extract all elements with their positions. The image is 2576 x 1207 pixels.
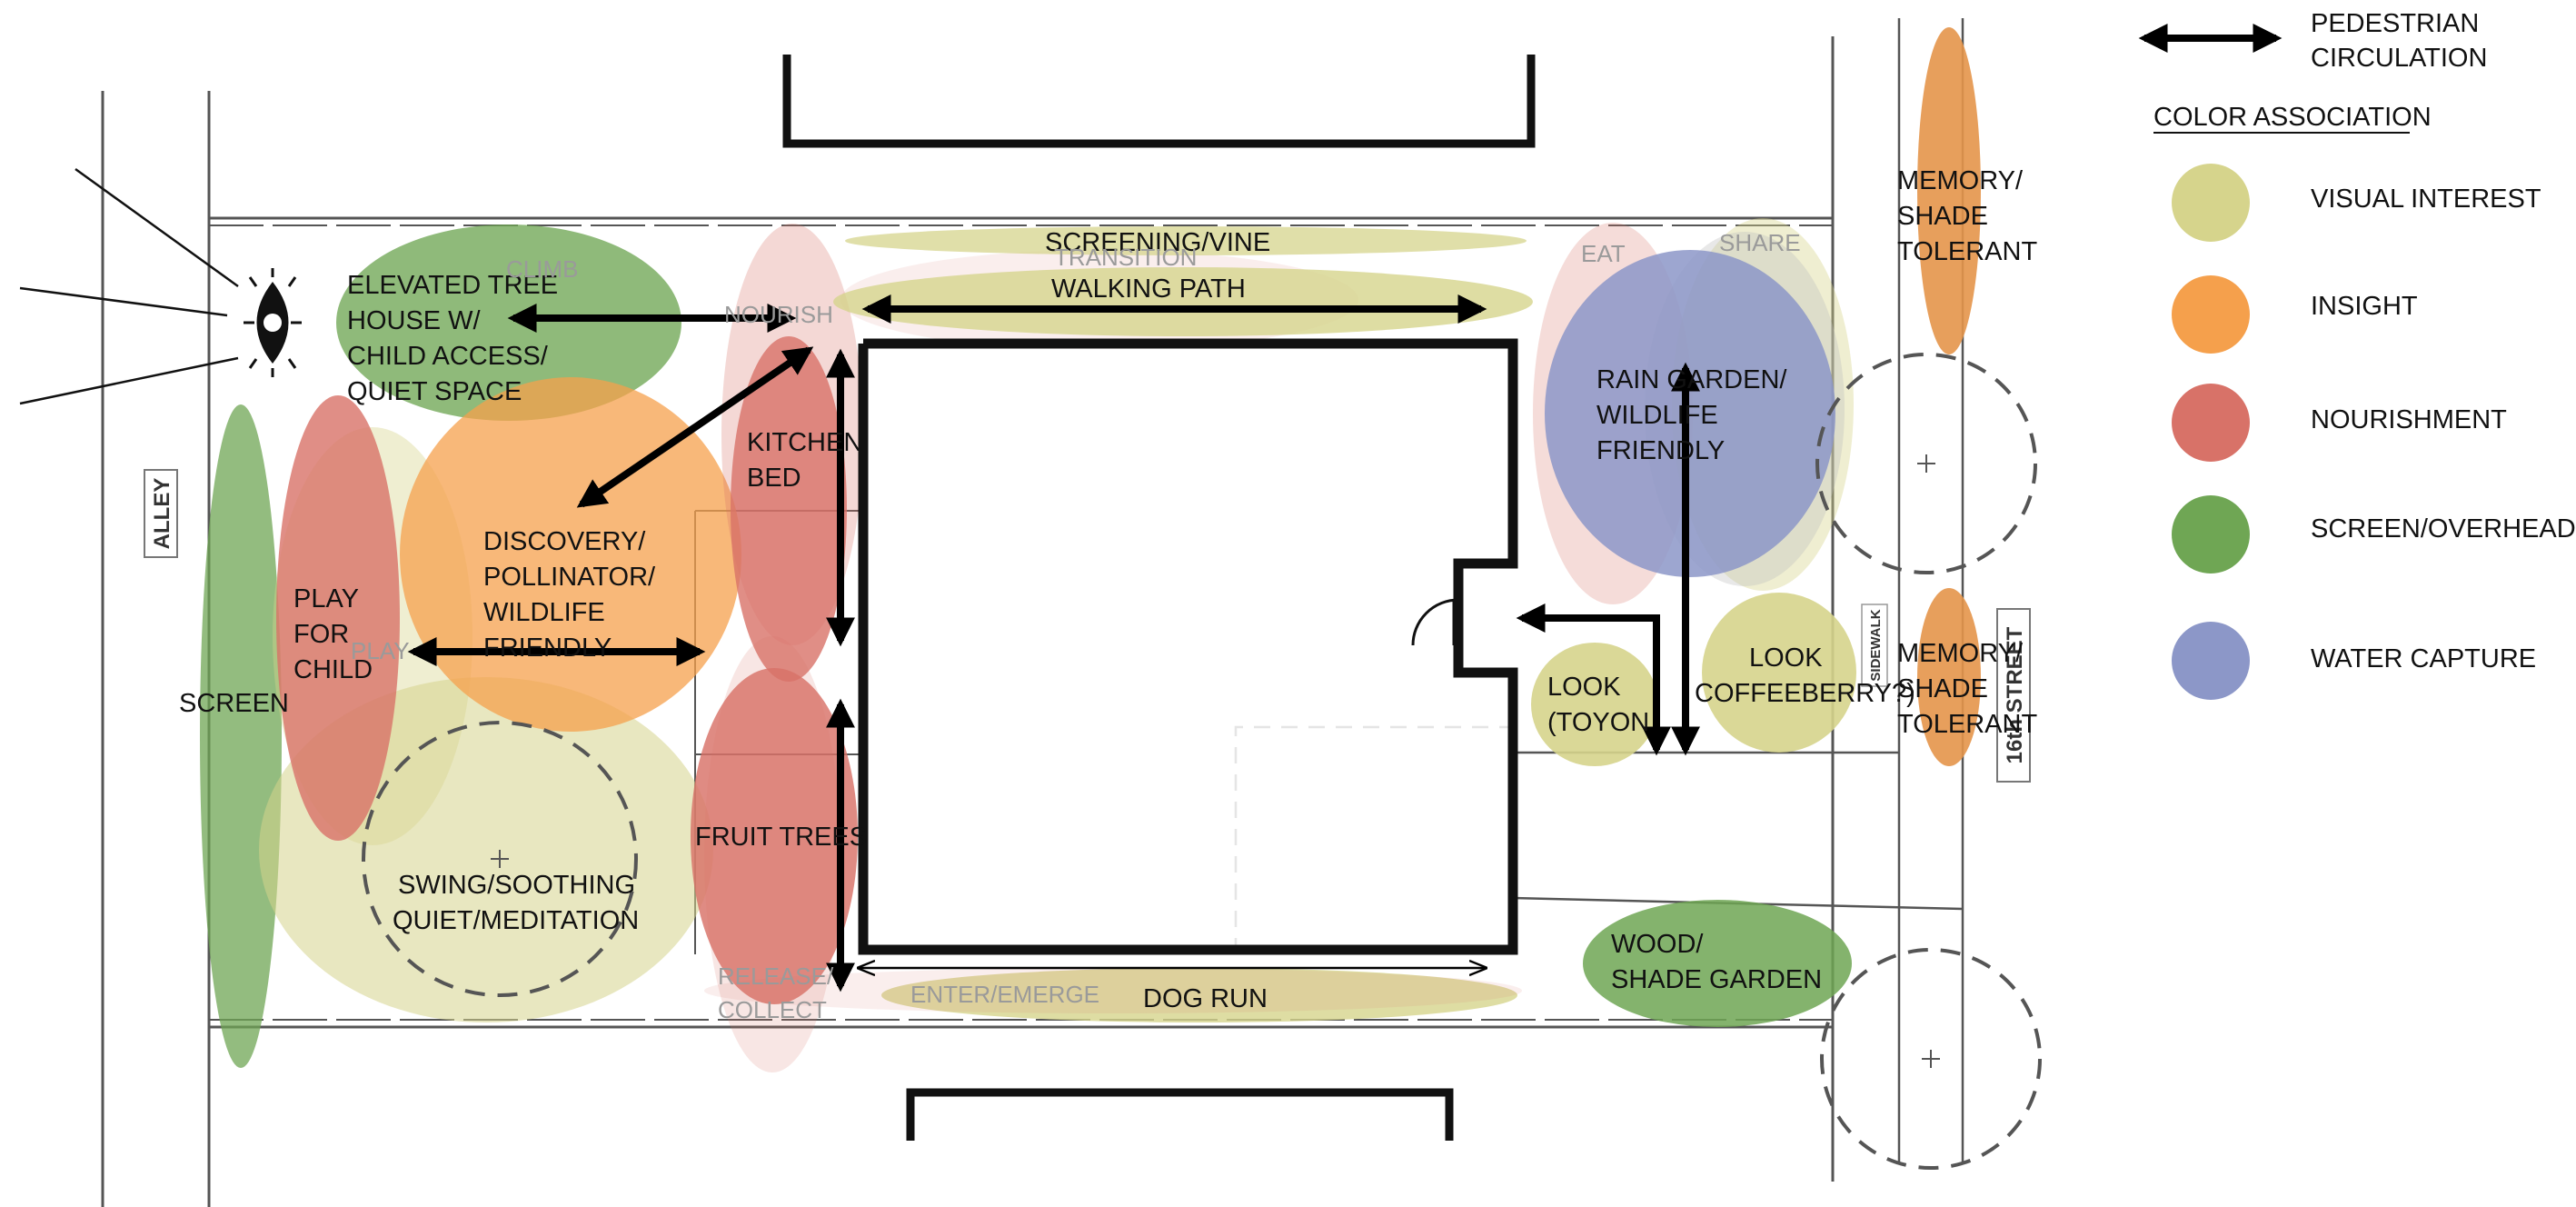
svg-text:SIDEWALK: SIDEWALK [1868,609,1884,681]
svg-text:16th STREET: 16th STREET [2003,626,2027,763]
memory-top-zone [1917,27,1981,354]
rain-garden-label: RAIN GARDEN/ WILDLIFE FRIENDLY [1596,365,1795,465]
legend-label-nourishment: NOURISHMENT [2311,405,2507,434]
water-capture-swatch [2172,622,2250,700]
canopy-street-bottom [1820,948,2042,1170]
svg-text:ALLEY: ALLEY [150,478,174,550]
play-faint-label: PLAY [351,637,410,664]
transition-label: TRANSITION [1054,244,1197,271]
enter-emerge-zone [704,968,1522,1013]
zone-labels: ELEVATED TREE HOUSE W/ CHILD ACCESS/ QUI… [179,166,2037,1023]
look-coffeeberry-zone [1702,593,1856,753]
memory-top-label: MEMORY/ SHADE TOLERANT [1897,166,2037,266]
dog-run-label: DOG RUN [1143,984,1268,1013]
fruit-trees-label: FRUIT TREES [695,823,867,852]
eat-label: EAT [1581,240,1626,267]
insight-swatch [2172,275,2250,354]
screen-label: SCREEN [179,689,289,718]
release-label: RELEASE/ COLLECT [718,963,840,1023]
share-label: SHARE [1719,229,1801,256]
play-label: PLAY FOR CHILD [293,584,373,684]
enter-label: ENTER/EMERGE [910,981,1099,1008]
legend-circulation-label: PEDESTRIAN CIRCULATION [2311,9,2487,73]
sidewalk-label: SIDEWALK [1861,604,1888,687]
fruit-trees-zone [691,668,858,1004]
arrow-entry [1516,604,1671,756]
canopy-swing [362,721,638,997]
walking-path-label: WALKING PATH [1051,274,1246,304]
neighbor-buildings [782,55,1536,1141]
tree-canopies [362,353,2042,1170]
screening-vine-zone [845,226,1527,255]
arrow-discovery [576,346,814,508]
legend-label-screen-overhead: SCREEN/OVERHEAD [2311,514,2576,544]
discovery-label: DISCOVERY/ POLLINATOR/ WILDLIFE FRIENDLY [483,527,662,663]
wood-garden-label: WOOD/ SHADE GARDEN [1611,930,1822,994]
look-toyon-label: LOOK (TOYON [1547,673,1649,737]
look-toyon-zone [1531,643,1658,766]
visual-interest-swatch [2172,164,2250,242]
circulation-arrows [407,294,1700,993]
legend-label-water-capture: WATER CAPTURE [2311,644,2536,673]
kitchen-bed-label: KITCHEN BED [747,428,870,493]
dog-run-zone [881,968,1517,1022]
legend: PEDESTRIAN CIRCULATION COLOR ASSOCIATION… [2138,9,2576,700]
house [858,338,1518,955]
canopy-street-top [1815,353,2037,574]
swing-label: SWING/SOOTHING QUIET/MEDITATION [393,871,642,935]
climb-label: CLIMB [506,255,578,283]
screen-overhead-swatch [2172,495,2250,574]
nourishment-swatch [2172,384,2250,462]
look-coffeeberry-label: LOOK COFFEEBERRY?) [1695,643,1915,708]
street-label: 16th STREET [1996,608,2031,783]
alley-label: ALLEY [144,469,178,558]
nourish-label: NOURISH [724,301,833,328]
legend-label-insight: INSIGHT [2311,292,2418,321]
memory-bottom-zone [1917,588,1981,766]
view-eye-icon [19,167,302,405]
screening-label: SCREENING/VINE [1045,228,1270,257]
memory-bottom-label: MEMORY/ SHADE TOLERANT [1897,639,2037,739]
screen-zone [200,404,282,1068]
tree-house-label: ELEVATED TREE HOUSE W/ CHILD ACCESS/ QUI… [347,271,565,406]
wood-garden-zone [1583,900,1852,1027]
legend-label-visual-interest: VISUAL INTEREST [2311,185,2541,214]
legend-color-title: COLOR ASSOCIATION [2153,103,2432,132]
play-zone [276,395,400,841]
